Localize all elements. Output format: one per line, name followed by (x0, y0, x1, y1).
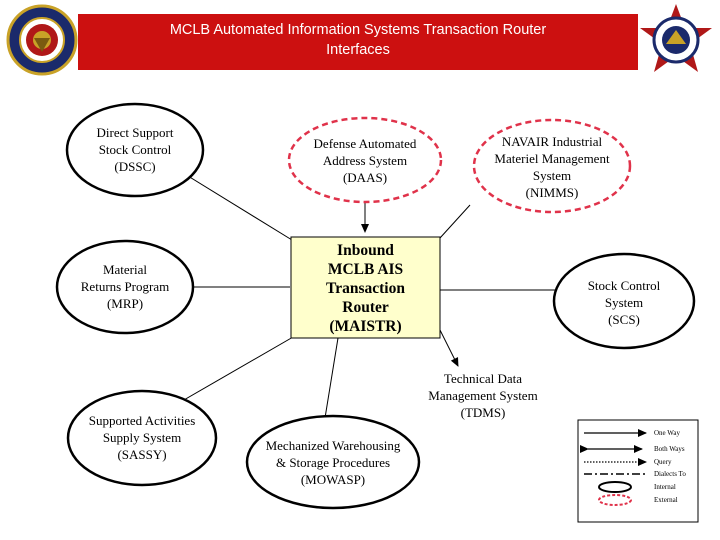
label-line: Direct Support (96, 125, 174, 140)
legend-external-label: External (654, 496, 678, 504)
label-line: Material (102, 262, 148, 277)
label-line: (NIMMS) (525, 185, 579, 200)
legend-internal-ellipse (598, 481, 632, 493)
label-line: (TDMS) (460, 405, 506, 420)
legend-one-way-label: One Way (654, 429, 680, 437)
connector-maistr-tdms (439, 329, 459, 367)
node-mrp-label: Material Returns Program (MRP) (57, 261, 193, 312)
label-line: Defense Automated (313, 136, 417, 151)
label-line: Supply System (102, 430, 182, 445)
connector-maistr-sassy (169, 332, 301, 409)
node-mrp-ellipse (55, 239, 195, 335)
connector-dssc-maistr (174, 167, 293, 241)
page-title: MCLB Automated Information Systems Trans… (78, 20, 638, 60)
node-dssc-ellipse (65, 102, 205, 198)
label-line: Mechanized Warehousing (265, 438, 401, 453)
node-dssc-label: Direct Support Stock Control (DSSC) (67, 124, 203, 175)
legend-internal-label: Internal (654, 483, 676, 491)
node-nimms-label: NAVAIR Industrial Materiel Management Sy… (474, 133, 630, 201)
label-line: Router (342, 299, 389, 316)
title-line-1: MCLB Automated Information Systems Trans… (169, 22, 547, 38)
label-line: Technical Data (443, 371, 523, 386)
title-line-2: Interfaces (326, 42, 390, 58)
node-sassy-label: Supported Activities Supply System (SASS… (68, 412, 216, 463)
legend-external-ellipse (598, 494, 632, 506)
label-line: Returns Program (80, 279, 170, 294)
node-scs-ellipse (552, 252, 696, 350)
node-maistr-box (290, 236, 441, 339)
label-line: (SASSY) (117, 447, 167, 462)
label-line: NAVAIR Industrial (501, 134, 603, 149)
title-banner (78, 14, 638, 70)
label-line: System (604, 295, 644, 310)
label-line: Supported Activities (88, 413, 196, 428)
logistics-bases-seal-icon (640, 4, 712, 72)
node-mowasp-label: Mechanized Warehousing & Storage Procedu… (247, 437, 419, 488)
label-line: (MRP) (106, 296, 144, 311)
label-line: Stock Control (98, 142, 172, 157)
label-line: MCLB AIS (327, 261, 404, 278)
label-line: Transaction (326, 280, 405, 297)
label-line: & Storage Procedures (275, 455, 391, 470)
node-scs-label: Stock Control System (SCS) (554, 277, 694, 328)
node-nimms-ellipse (472, 118, 632, 214)
label-line: (DAAS) (342, 170, 388, 185)
label-line: (MAISTR) (329, 318, 402, 335)
navy-marine-seal-icon (6, 4, 78, 76)
label-line: Address System (322, 153, 408, 168)
node-mowasp-ellipse (245, 414, 421, 510)
label-line: Stock Control (587, 278, 661, 293)
label-line: (MOWASP) (300, 472, 366, 487)
label-line: (DSSC) (114, 159, 156, 174)
node-daas-ellipse (287, 116, 443, 204)
label-line: System (532, 168, 572, 183)
legend-query-label: Query (654, 458, 672, 466)
legend-both-ways-label: Both Ways (654, 445, 685, 453)
node-maistr-label: Inbound MCLB AIS Transaction Router (MAI… (291, 241, 440, 336)
connector-maistr-mowasp (324, 337, 339, 419)
label-line: Management System (428, 388, 538, 403)
node-sassy-ellipse (66, 389, 218, 487)
node-tdms-label: Technical Data Management System (TDMS) (405, 370, 561, 421)
legend-dialects-label: Dialects To (654, 470, 686, 478)
node-daas-label: Defense Automated Address System (DAAS) (289, 135, 441, 186)
label-line: Materiel Management (494, 151, 610, 166)
connector-nimms-maistr (439, 204, 471, 239)
label-line: Inbound (337, 242, 394, 259)
label-line: (SCS) (608, 312, 640, 327)
legend-box (577, 419, 699, 523)
